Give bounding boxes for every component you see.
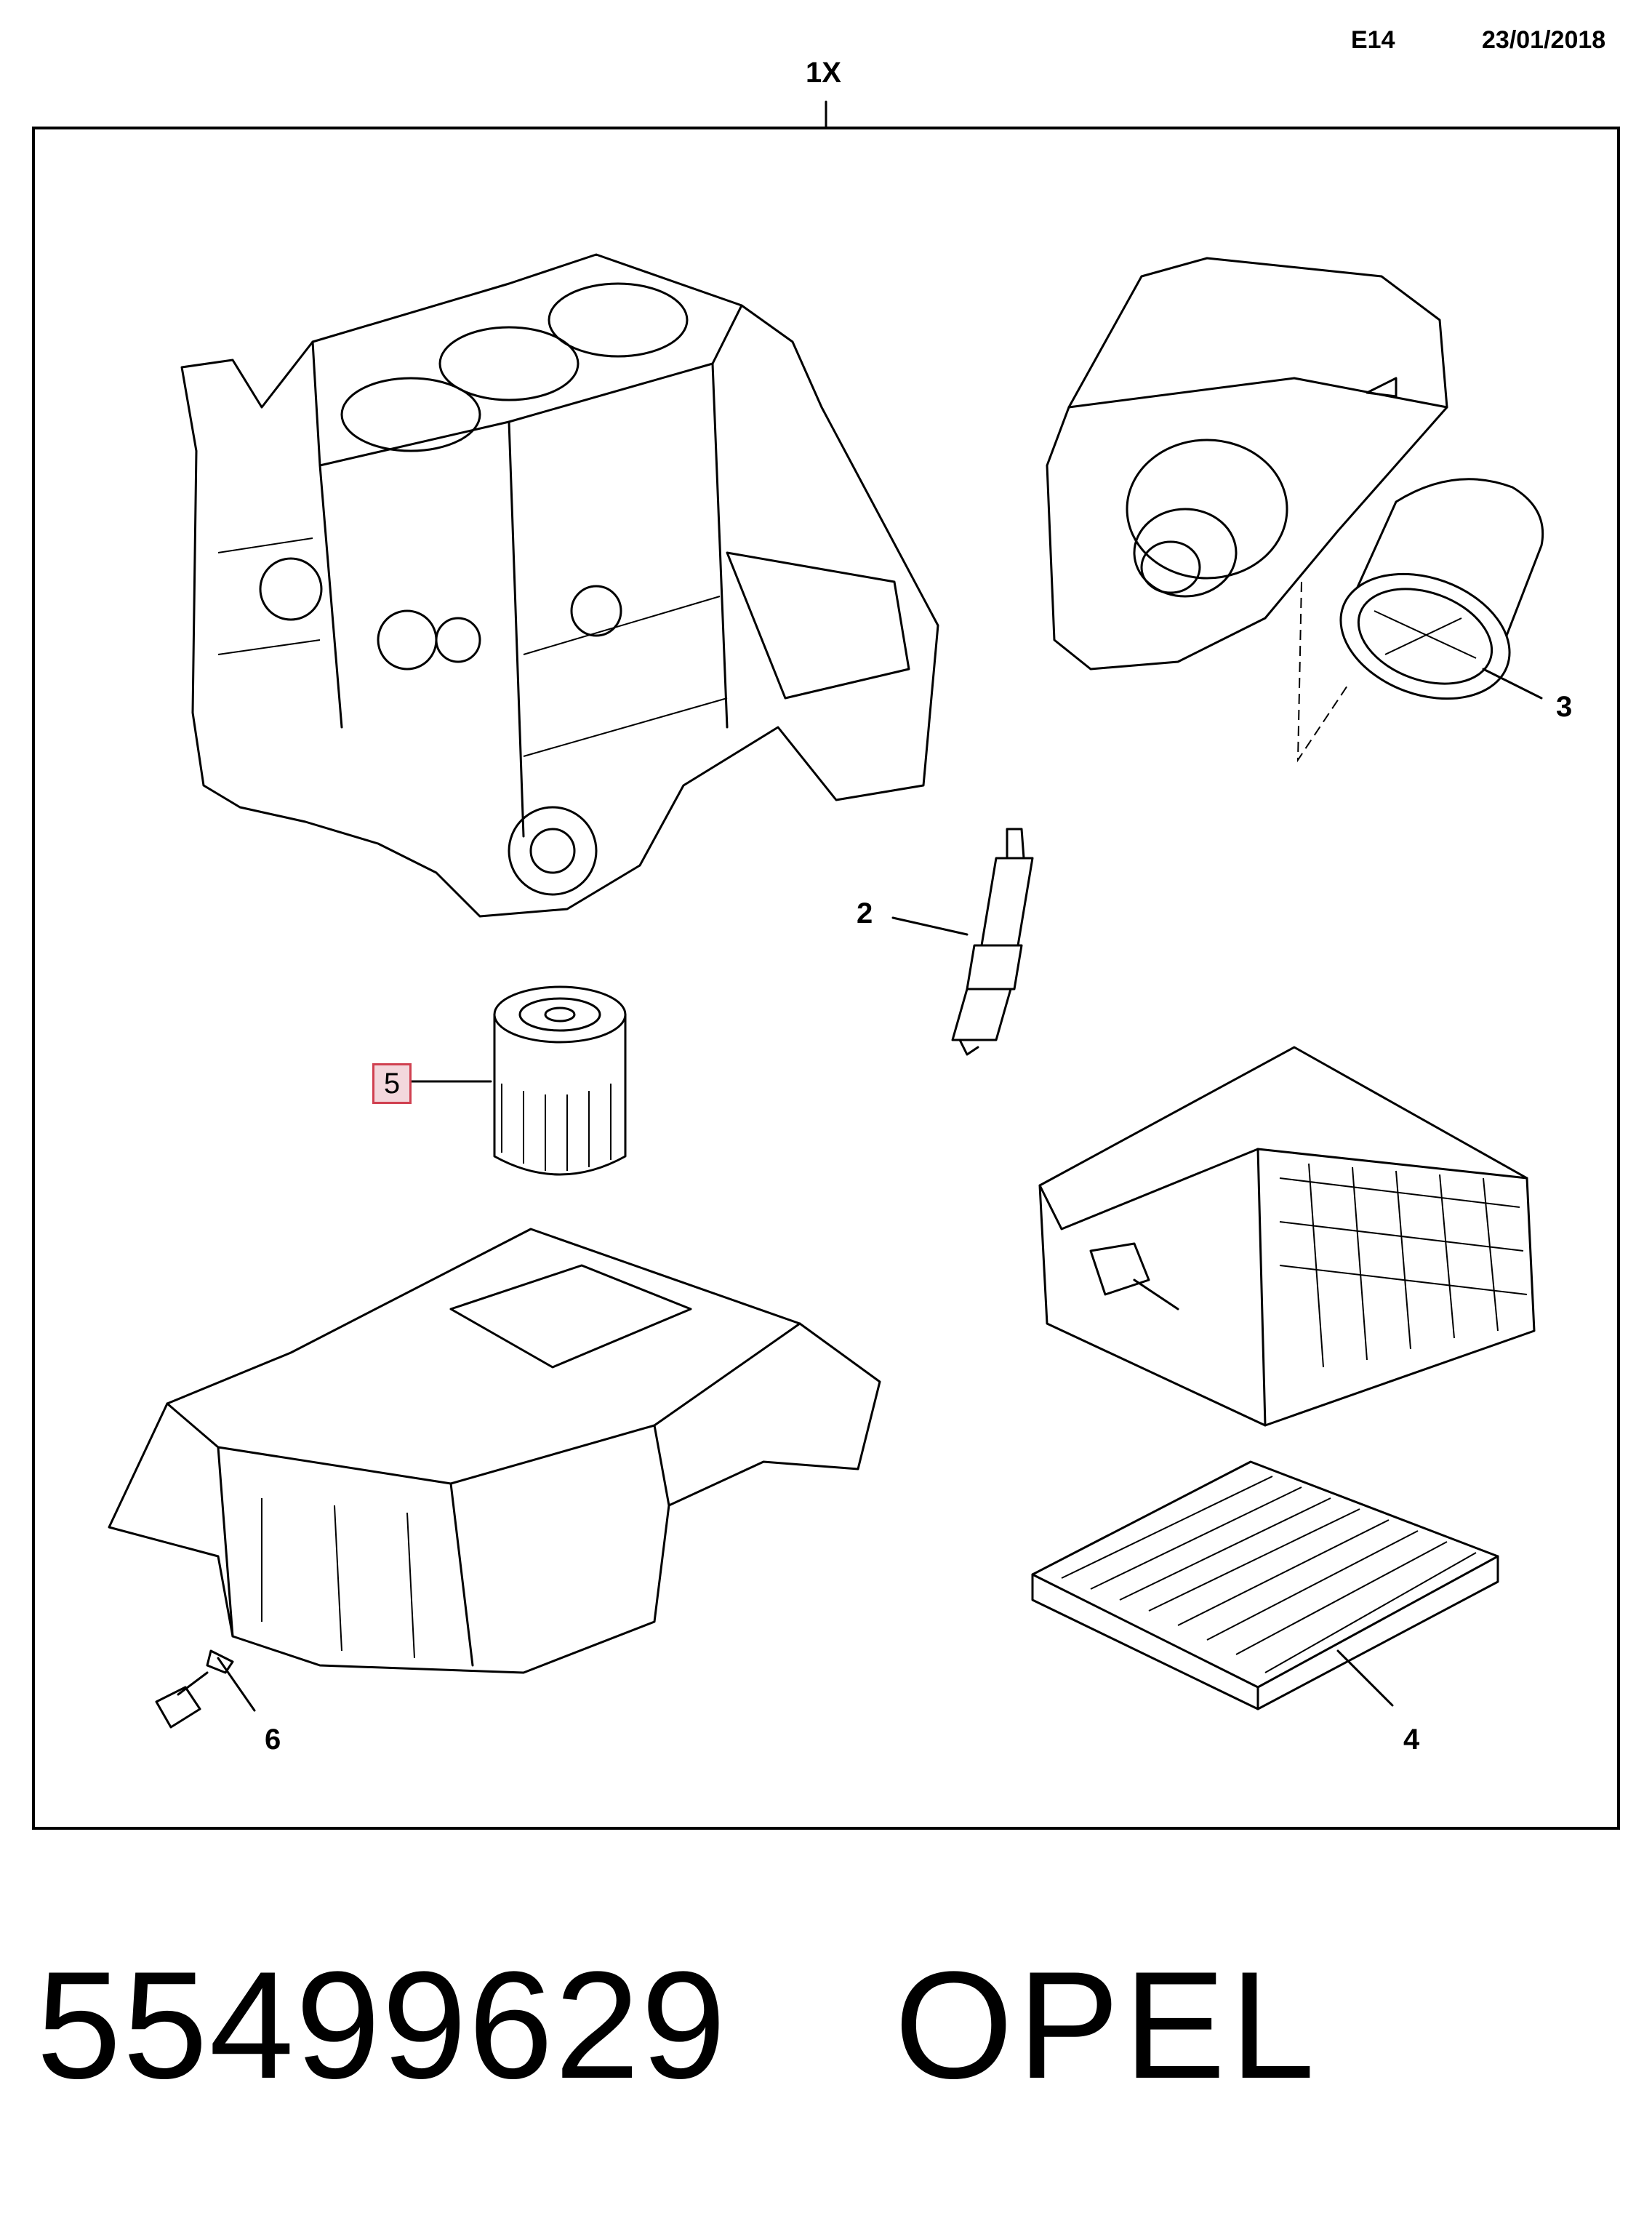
callout-2[interactable]: 2	[857, 897, 873, 929]
cabin-filter-module-illustration	[1038, 1046, 1536, 1427]
kit-quantity: 1X	[806, 57, 841, 89]
callout-5-highlighted[interactable]: 5	[372, 1063, 412, 1104]
air-filter-housing-illustration	[1046, 257, 1448, 671]
spark-plug-illustration	[891, 828, 1034, 1056]
part-number: 55499629	[36, 1940, 728, 2110]
callout-6[interactable]: 6	[265, 1724, 281, 1756]
brand-name: OPEL	[894, 1940, 1320, 2110]
diagram-frame	[32, 127, 1620, 1830]
diagram-date: 23/01/2018	[1482, 26, 1606, 54]
callout-3[interactable]: 3	[1556, 691, 1573, 723]
air-filter-element-illustration	[1296, 478, 1544, 763]
oil-pan-illustration	[108, 1228, 881, 1729]
oil-filter-illustration	[409, 985, 627, 1176]
callout-4[interactable]: 4	[1403, 1724, 1420, 1756]
diagram-code: E14	[1351, 26, 1395, 54]
cabin-air-filter-illustration	[1031, 1460, 1499, 1710]
engine-block-illustration	[180, 253, 939, 918]
